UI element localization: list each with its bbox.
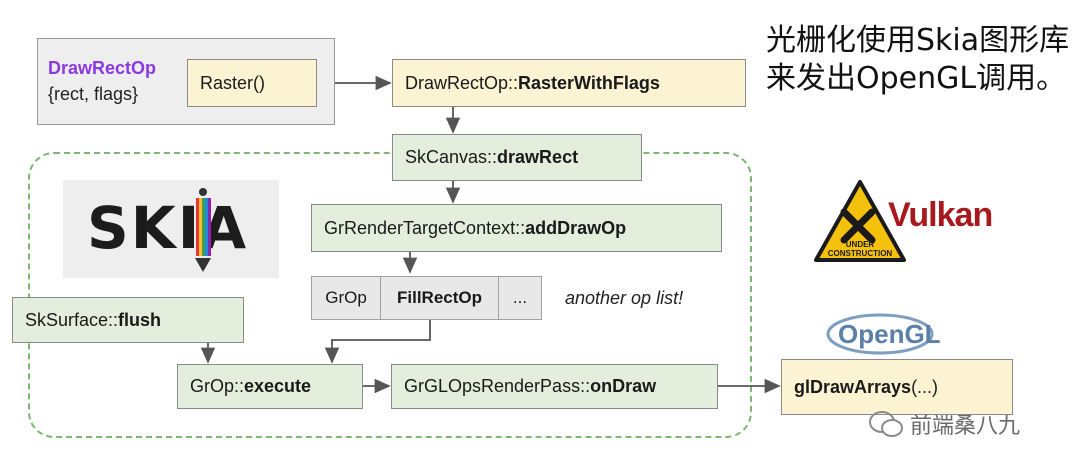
execute-prefix: GrOp:: [190, 376, 245, 396]
arrow-fillrect-to-execute [324, 320, 431, 364]
pencil-icon [195, 188, 211, 272]
opengl-swoosh-icon [826, 313, 934, 355]
drawrectop-fields: {rect, flags} [48, 84, 139, 104]
on-draw-method: onDraw [590, 376, 657, 396]
op-list: GrOp FillRectOp ... [311, 276, 542, 320]
on-draw-node: GrGLOpsRenderPass::onDraw [391, 364, 718, 409]
gl-draw-arrays-node: glDrawArrays(...) [781, 359, 1013, 415]
gl-draw-arrays-method: glDrawArrays [794, 376, 912, 397]
skia-region [28, 152, 752, 438]
gl-draw-arrays-suffix: (...) [911, 376, 939, 397]
op-list-cell-fillrect: FillRectOp [379, 276, 500, 320]
draw-rect-method: drawRect [497, 147, 579, 167]
watermark: 前端桑八九 [868, 408, 1020, 440]
execute-method: execute [244, 376, 312, 396]
caption: 光栅化使用Skia图形库 来发出OpenGL调用。 [766, 22, 1069, 98]
drawrectop-title: DrawRectOp [48, 58, 157, 78]
under-construction-text: UNDER CONSTRUCTION [827, 240, 893, 258]
skia-logo-text: SKIA [87, 194, 249, 262]
add-draw-op-node: GrRenderTargetContext::addDrawOp [311, 204, 722, 252]
opengl-logo: OpenGL [826, 313, 944, 355]
skia-logo: SKIA [63, 180, 279, 278]
op-list-cell-ellipsis: ... [498, 276, 542, 320]
raster-label: Raster() [200, 72, 266, 93]
draw-rect-prefix: SkCanvas:: [405, 147, 498, 167]
add-draw-op-method: addDrawOp [525, 217, 627, 238]
execute-node: GrOp::execute [177, 364, 363, 409]
op-list-cell: GrOp [311, 276, 381, 320]
raster-with-flags-prefix: DrawRectOp:: [405, 72, 519, 93]
raster-with-flags-method: RasterWithFlags [518, 72, 660, 93]
flush-method: flush [118, 309, 162, 330]
watermark-text: 前端桑八九 [910, 414, 1021, 439]
draw-rect-node: SkCanvas::drawRect [392, 134, 642, 181]
caption-line-1: 光栅化使用Skia图形库 [766, 23, 1070, 58]
on-draw-prefix: GrGLOpsRenderPass:: [404, 376, 591, 396]
flush-prefix: SkSurface:: [25, 309, 119, 330]
wechat-icon [869, 411, 903, 437]
under-construction-icon [814, 180, 906, 262]
raster-with-flags-node: DrawRectOp::RasterWithFlags [392, 59, 746, 107]
opengl-logo-text: OpenGL [838, 319, 941, 349]
raster-node: Raster() [187, 59, 317, 107]
caption-line-2: 来发出OpenGL调用。 [766, 61, 1067, 96]
op-list-note: another op list! [565, 288, 684, 308]
flush-node: SkSurface::flush [12, 297, 244, 343]
vulkan-logo-text: Vulkan [888, 196, 993, 234]
add-draw-op-prefix: GrRenderTargetContext:: [324, 217, 526, 238]
